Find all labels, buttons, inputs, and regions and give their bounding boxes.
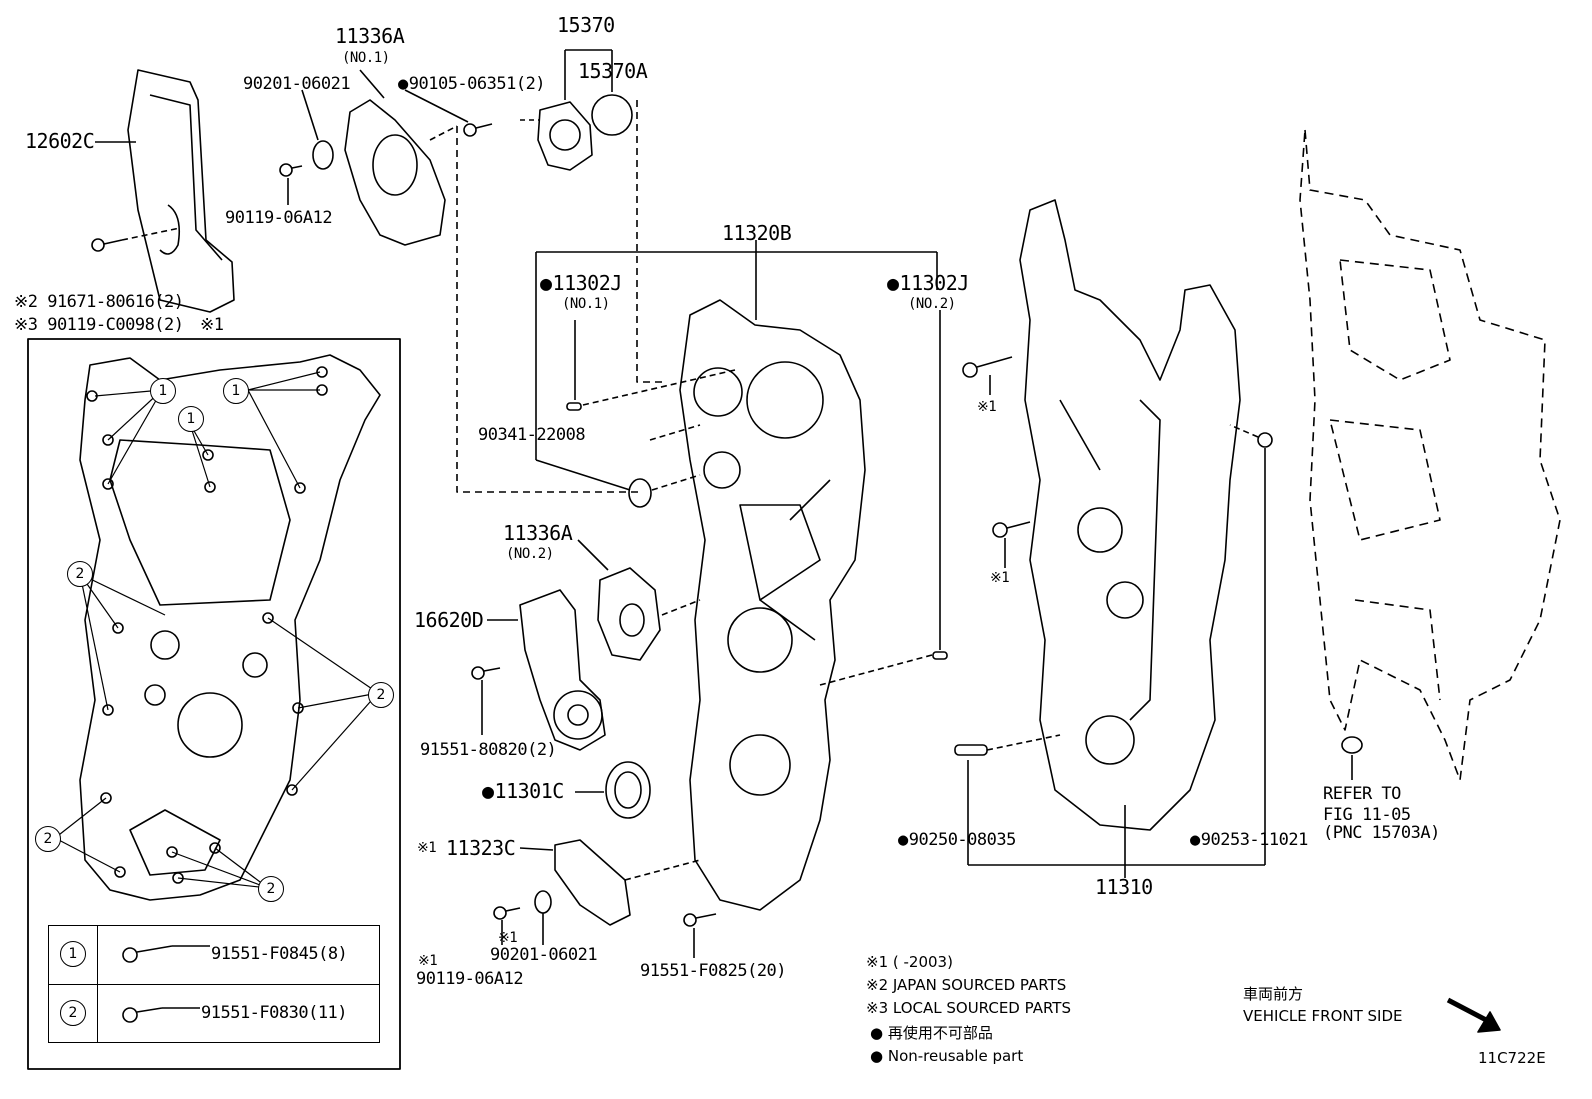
label-refer-1: REFER TO (1323, 784, 1401, 804)
engine-block (1299, 129, 1561, 781)
label-11336a-no2-sub: (NO.2) (506, 546, 554, 562)
label-11302j-no1-sub: (NO.1) (562, 296, 610, 312)
label-90201-top: 90201-06021 (243, 74, 351, 94)
marker-1-a: 1 (150, 378, 176, 404)
diagram-code: 11C722E (1478, 1049, 1546, 1067)
marker-1-c: 1 (223, 378, 249, 404)
tensioner-16620d (519, 589, 606, 751)
label-bolt-ref-b: ※1 (990, 570, 1010, 586)
note-4: ● 再使用不可部品 (870, 1024, 993, 1042)
timing-cover-11320b (679, 299, 866, 911)
bolt-91671 (91, 238, 123, 252)
label-11320b: 11320B (722, 221, 792, 245)
label-11336a-no1: 11336A (335, 24, 405, 48)
legend-bolt-1 (122, 945, 210, 963)
bracket-11336a-no1 (344, 99, 446, 246)
label-11302j-no1: 11302J (540, 272, 623, 294)
label-90119-c0098: ※3 90119-C0098(2) (14, 315, 184, 335)
label-91671: ※2 91671-80616(2) (14, 292, 184, 312)
legend-marker-2: 2 (60, 1000, 86, 1026)
legend-row-2: 2 91551-F0830(11) (49, 984, 379, 1043)
label-11323c: 11323C (446, 836, 516, 860)
label-11302j-no2: 11302J (887, 272, 970, 294)
bracket-15370 (537, 101, 593, 171)
note-1: ※1 ( -2003) (866, 953, 953, 971)
label-90201-bot: 90201-06021 (490, 945, 598, 965)
label-90250: 90250-08035 (898, 830, 1017, 850)
label-11336a-no2: 11336A (503, 521, 573, 545)
legend-row-1: 1 91551-F0845(8) (49, 926, 379, 984)
note-3: ※3 LOCAL SOURCED PARTS (866, 999, 1071, 1017)
bracket-11336a-no2 (597, 567, 661, 661)
legend-part-1: 91551-F0845(8) (211, 944, 348, 964)
label-11302j-no2-sub: (NO.2) (908, 296, 956, 312)
label-11310: 11310 (1095, 875, 1153, 899)
label-bolt-ref-a: ※1 (977, 399, 997, 415)
label-12602c: 12602C (25, 129, 95, 153)
label-90119-bot: 90119-06A12 (416, 969, 524, 989)
label-90105: 90105-06351(2) (398, 74, 546, 94)
direction-jp: 車両前方 (1243, 985, 1304, 1003)
cover-12602c (127, 69, 235, 313)
label-ref1-top: ※1 (200, 315, 224, 335)
note-2: ※2 JAPAN SOURCED PARTS (866, 976, 1067, 994)
gasket-outline (79, 354, 381, 901)
bolt-legend-table: 1 91551-F0845(8) 2 91551-F0830(11) (48, 925, 380, 1043)
label-90119-bot-ref: ※1 (418, 953, 438, 969)
label-15370a: 15370A (578, 59, 648, 83)
marker-1-b: 1 (178, 406, 204, 432)
marker-2-c: 2 (35, 826, 61, 852)
label-refer-3: (PNC 15703A) (1323, 823, 1440, 843)
label-90341: 90341-22008 (478, 425, 586, 445)
label-90119-top: 90119-06A12 (225, 208, 333, 228)
legend-bolt-2 (122, 1007, 200, 1023)
label-refer-2: FIG 11-05 (1323, 805, 1411, 825)
legend-part-2: 91551-F0830(11) (201, 1003, 348, 1023)
guide-11323c (554, 839, 631, 926)
marker-2-b: 2 (368, 682, 394, 708)
direction-arrow-icon (1446, 997, 1501, 1033)
label-11301c: 11301C (482, 780, 565, 802)
marker-2-a: 2 (67, 561, 93, 587)
timing-case-11310 (1019, 199, 1241, 831)
label-91551-80820: 91551-80820(2) (420, 740, 557, 760)
marker-2-d: 2 (258, 876, 284, 902)
label-90253: 90253-11021 (1190, 830, 1309, 850)
legend-marker-1: 1 (60, 941, 86, 967)
label-15370: 15370 (557, 13, 615, 37)
label-11323c-ref: ※1 (417, 840, 437, 856)
label-90201-bot-ref: ※1 (498, 930, 518, 946)
label-11336a-no1-sub: (NO.1) (342, 50, 390, 66)
direction-en: VEHICLE FRONT SIDE (1243, 1007, 1403, 1025)
note-5: ● Non-reusable part (870, 1047, 1024, 1065)
label-16620d: 16620D (414, 608, 484, 632)
label-91551-f0825: 91551-F0825(20) (640, 961, 787, 981)
